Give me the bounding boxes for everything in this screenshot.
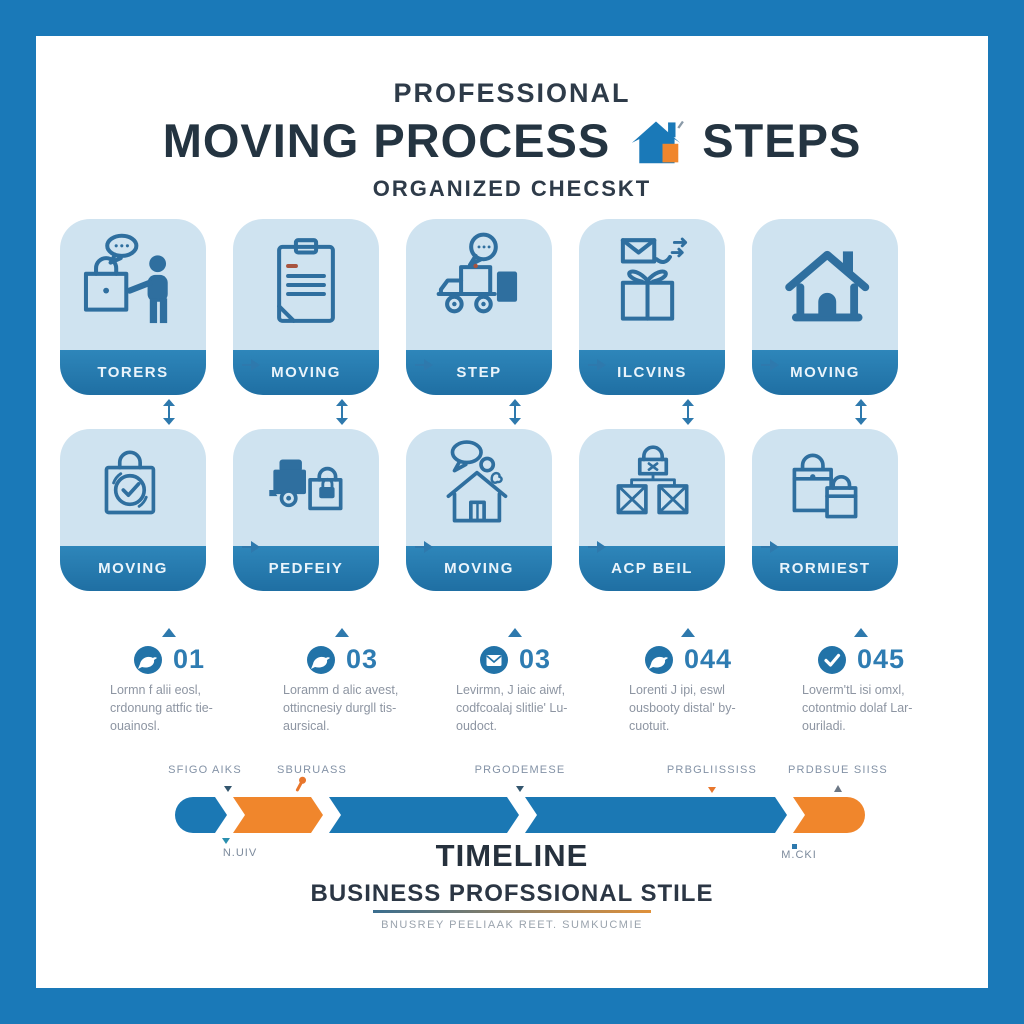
check-badge-icon <box>817 645 846 674</box>
house-icon <box>752 219 898 350</box>
arrow-up-icon <box>162 628 176 637</box>
timeline-label: SFIGO AIKS <box>168 764 242 776</box>
arrow-right-icon <box>588 359 606 371</box>
arrow-vertical-icon <box>163 399 175 425</box>
arrow-right-icon <box>761 359 779 371</box>
step-item: 044 Lorenti J ipi, eswl ousbooty distal'… <box>613 644 763 735</box>
card-moving-house-chat: MOVING <box>406 429 552 591</box>
timeline-segment-blue <box>175 797 227 833</box>
timeline-title: TIMELINE <box>435 838 589 873</box>
timeline-segment-orange <box>233 797 323 833</box>
arrow-up-icon <box>834 785 842 792</box>
bag-check-icon <box>60 429 206 546</box>
card-label: MOVING <box>752 350 898 395</box>
shopping-bags-icon <box>752 429 898 546</box>
title-right: STEPS <box>702 114 862 167</box>
arrow-vertical-icon <box>682 399 694 425</box>
timeline-label: SBURUASS <box>276 764 348 776</box>
step-text: Lormn f alii eosl, crdonung attfic tie- … <box>110 683 213 733</box>
step-text: Loramm d alic avest, ottincnesiy durgll … <box>283 683 399 733</box>
tick-icon <box>224 786 232 792</box>
card-torers: TORERS <box>60 219 206 395</box>
card-label: RORMIEST <box>752 546 898 591</box>
pin-icon <box>295 779 304 793</box>
card-label: MOVING <box>406 546 552 591</box>
card-label: TORERS <box>60 350 206 395</box>
step-number: 03 <box>345 644 379 674</box>
timeline-bar <box>175 797 865 833</box>
step-item: 03 Levirmn, J iaic aiwf, codfcoalaj slit… <box>440 644 590 735</box>
arrow-right-icon <box>242 541 260 553</box>
step-item: 045 Loverm'tL isi omxl, cotontmio dolaf … <box>786 644 936 735</box>
dove-badge-icon <box>133 645 162 674</box>
timeline-label: PRDBSUE SIISS <box>788 764 888 776</box>
step-number: 01 <box>172 644 206 674</box>
step-number: 045 <box>856 644 906 674</box>
house-icon <box>628 115 685 167</box>
page-title: MOVING PROCESS STEPS <box>36 113 988 168</box>
tick-icon <box>222 838 230 844</box>
arrow-up-icon <box>508 628 522 637</box>
timeline-label: PRGODEMESE <box>474 764 566 776</box>
arrow-up-icon <box>335 628 349 637</box>
dove-badge-icon <box>644 645 673 674</box>
arrow-vertical-icon <box>336 399 348 425</box>
timeline-segment-orange <box>793 797 865 833</box>
step-item: 01 Lormn f alii eosl, crdonung attfic ti… <box>94 644 244 735</box>
card-moving-bag: MOVING <box>60 429 206 591</box>
envelope-badge-icon <box>479 645 508 674</box>
dove-badge-icon <box>306 645 335 674</box>
house-chat-icon <box>406 429 552 546</box>
card-acp-beil: ACP BEIL <box>579 429 725 591</box>
clipboard-icon <box>233 219 379 350</box>
arrow-vertical-icon <box>855 399 867 425</box>
header-subtitle: ORGANIZED CHECSKT <box>372 176 652 201</box>
title-left: MOVING PROCESS <box>162 114 611 167</box>
card-label: MOVING <box>233 350 379 395</box>
arrow-up-icon <box>854 628 868 637</box>
tick-icon <box>792 844 797 849</box>
tick-icon <box>516 786 524 792</box>
card-label: MOVING <box>60 546 206 591</box>
timeline-label: PRBGLIISSISS <box>666 764 758 776</box>
step-item: 03 Loramm d alic avest, ottincnesiy durg… <box>267 644 417 735</box>
header-eyebrow: PROFESSIONAL <box>393 78 631 108</box>
card-label: STEP <box>406 350 552 395</box>
gradient-divider <box>373 910 651 913</box>
arrow-vertical-icon <box>509 399 521 425</box>
timeline-sublabel-right: M.CKI <box>781 849 817 861</box>
step-text: Loverm'tL isi omxl, cotontmio dolaf Lar-… <box>802 683 913 733</box>
arrow-up-icon <box>681 628 695 637</box>
step-number: 03 <box>518 644 552 674</box>
person-box-chat-icon <box>60 219 206 350</box>
timeline-segment-blue <box>525 797 787 833</box>
arrow-right-icon <box>761 541 779 553</box>
crates-lock-icon <box>579 429 725 546</box>
timeline-sublabel-left: N.UIV <box>222 847 258 859</box>
truck-box-chat-icon <box>406 219 552 350</box>
arrow-down-icon <box>708 787 716 793</box>
arrow-right-icon <box>242 359 260 371</box>
card-rormiest: RORMIEST <box>752 429 898 591</box>
timeline-segment-blue <box>329 797 519 833</box>
step-number: 044 <box>683 644 733 674</box>
header: PROFESSIONAL MOVING PROCESS STEPS ORGANI… <box>36 78 988 202</box>
card-label: ACP BEIL <box>579 546 725 591</box>
card-label: ILCVINS <box>579 350 725 395</box>
footnote-text: BNUSREY PEELIAAK REET. SUMKUCMIE <box>381 919 643 931</box>
step-text: Lorenti J ipi, eswl ousbooty distal' by-… <box>629 683 736 733</box>
truck-lock-icon <box>233 429 379 546</box>
gift-envelope-icon <box>579 219 725 350</box>
style-subtitle: BUSINESS PROFSSIONAL STILE <box>310 880 714 907</box>
cards-row-2: MOVING PEDFEIY <box>60 429 898 591</box>
card-label: PEDFEIY <box>233 546 379 591</box>
step-text: Levirmn, J iaic aiwf, codfcoalaj slitlie… <box>456 683 568 733</box>
arrow-right-icon <box>415 541 433 553</box>
arrow-right-icon <box>415 359 433 371</box>
card-pedfeiy: PEDFEIY <box>233 429 379 591</box>
arrow-right-icon <box>588 541 606 553</box>
